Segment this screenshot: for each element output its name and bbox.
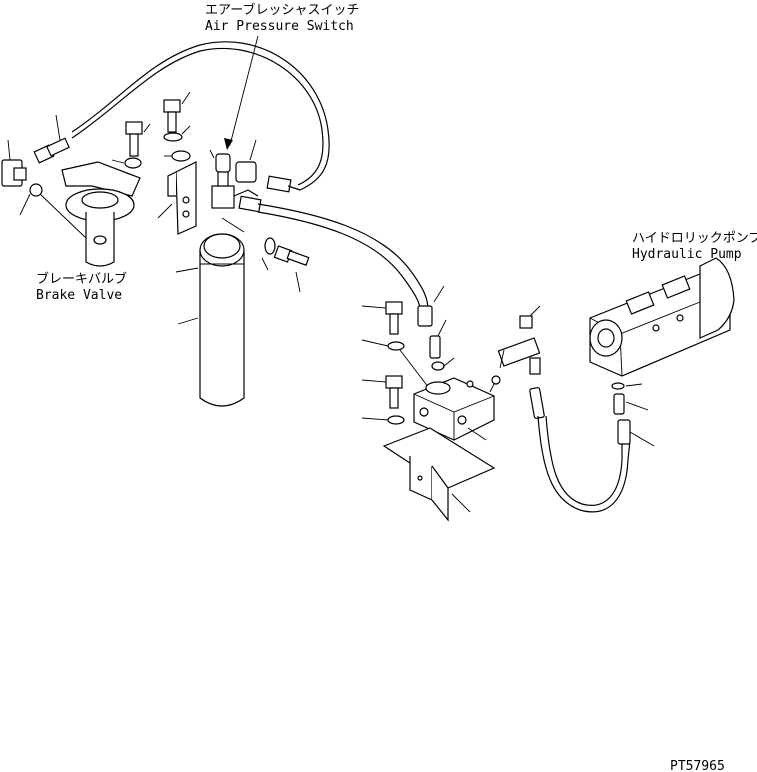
- braided-hose-main: [238, 195, 445, 327]
- valve-block: [413, 377, 495, 441]
- pump-tee-fitting: [489, 305, 541, 393]
- brake-valve-label-en: Brake Valve: [36, 288, 122, 303]
- brake-valve-hose-fitting: [33, 114, 70, 164]
- air-pressure-switch-label-jp: エアーブレッシャスイッチ: [205, 2, 359, 18]
- elbow-fitting-left: [1, 139, 27, 187]
- bolt-block-2: [361, 375, 405, 425]
- block-fitting-top: [429, 319, 455, 371]
- air-hose-loop: [71, 41, 330, 191]
- air-switch-arrow: [224, 138, 233, 150]
- drawing-code: PT57965: [670, 759, 725, 772]
- hydraulic-pump: [589, 257, 735, 377]
- bolt-cylinder: [261, 237, 310, 293]
- bolt-top-2: [111, 121, 151, 169]
- hydraulic-pump-label-en: Hydraulic Pump: [632, 247, 742, 262]
- switch-hose-fitting: [266, 175, 301, 193]
- bolt-top-1: [163, 91, 191, 142]
- switch-bracket: [157, 161, 197, 235]
- brake-valve: [19, 161, 141, 267]
- pump-fitting: [611, 382, 655, 447]
- pump-hose: [529, 387, 631, 513]
- air-switch-leader: [229, 35, 259, 146]
- hydraulic-pump-label-jp: ハイドロリックポンプ: [632, 231, 757, 246]
- brake-valve-label-jp: ブレーキバルブ: [36, 271, 127, 287]
- block-bracket: [382, 427, 496, 522]
- air-pressure-switch-label-en: Air Pressure Switch: [205, 19, 354, 34]
- accumulator-cylinder: [175, 217, 245, 407]
- air-pressure-switch: [209, 139, 259, 209]
- bolt-top-3: [164, 150, 191, 162]
- bolt-block-1: [361, 301, 433, 393]
